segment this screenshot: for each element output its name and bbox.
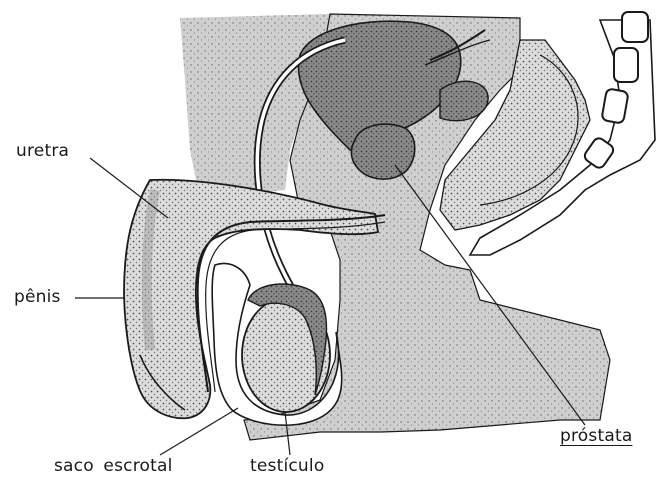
label-uretra: uretra — [16, 141, 69, 161]
vertebra-3 — [601, 88, 628, 123]
vertebra-1 — [622, 12, 648, 42]
vertebra-2 — [614, 48, 638, 82]
label-penis: pênis — [14, 287, 61, 307]
label-prostata: próstata — [560, 426, 632, 446]
label-testiculo: testículo — [250, 456, 324, 476]
seminal-vesicle — [440, 81, 488, 120]
label-saco-escrotal: saco escrotal — [54, 456, 173, 476]
prostate — [351, 124, 414, 179]
